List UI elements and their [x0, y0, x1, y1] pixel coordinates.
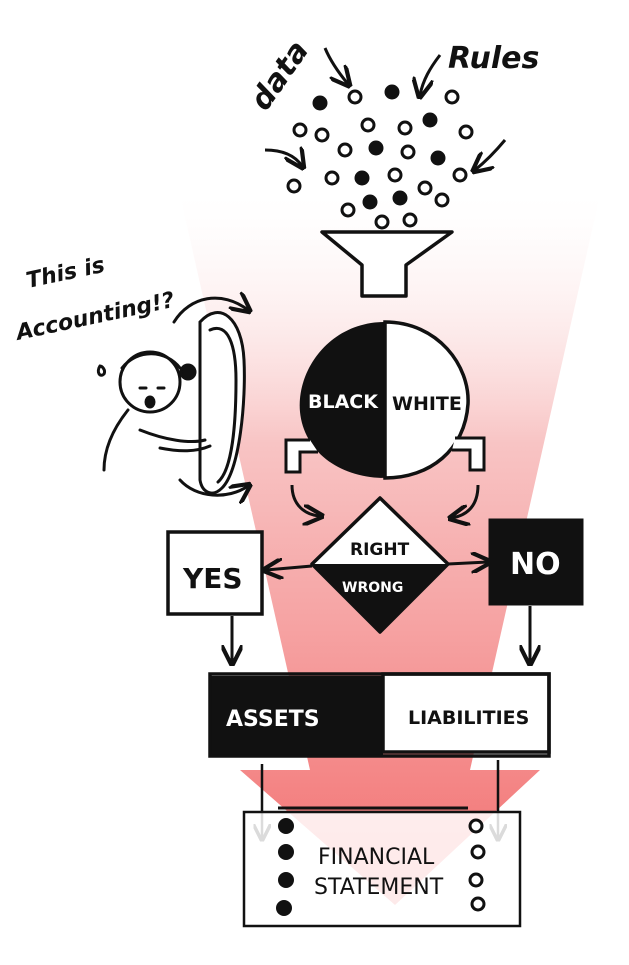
ledger-outline — [208, 672, 551, 758]
rules-label: Rules — [448, 41, 539, 76]
data-rules-dots — [286, 84, 474, 230]
to-no-arrow — [447, 562, 488, 564]
assets-label: ASSETS — [226, 707, 320, 732]
statement-asset-bullets — [276, 818, 294, 916]
left-pipe — [284, 438, 318, 474]
black-white-processor — [284, 320, 486, 480]
white-label: WHITE — [392, 393, 462, 415]
right-label: RIGHT — [350, 540, 410, 560]
liabilities-label: LIABILITIES — [408, 707, 529, 729]
to-yes-arrow — [266, 566, 313, 570]
funnel — [320, 230, 454, 298]
data-pointer-arrow — [323, 47, 348, 84]
surprised-person-at-door — [96, 298, 248, 495]
assets-cell — [210, 676, 383, 756]
black-label: BLACK — [308, 391, 379, 413]
right-pipe — [452, 436, 486, 472]
right-down-arrow — [452, 484, 480, 518]
data-label: data — [244, 34, 316, 117]
rules-pointer-arrow — [420, 54, 442, 95]
right-pointer-arrow — [475, 139, 507, 170]
no-label: NO — [510, 547, 561, 582]
left-down-arrow — [290, 484, 320, 516]
left-pointer-arrow — [264, 150, 302, 166]
statement-liability-bullets — [468, 818, 486, 912]
statement-title-line2: STATEMENT — [314, 875, 444, 900]
statement-title-line1: FINANCIAL — [318, 845, 435, 870]
exclamation-line2: Accounting!? — [12, 288, 177, 346]
yes-label: YES — [182, 562, 243, 595]
wrong-label: WRONG — [342, 580, 403, 596]
no-box — [488, 518, 584, 606]
right-wrong-decision — [310, 496, 450, 634]
exclamation-line1: This is — [24, 253, 107, 294]
yes-box — [166, 530, 264, 616]
